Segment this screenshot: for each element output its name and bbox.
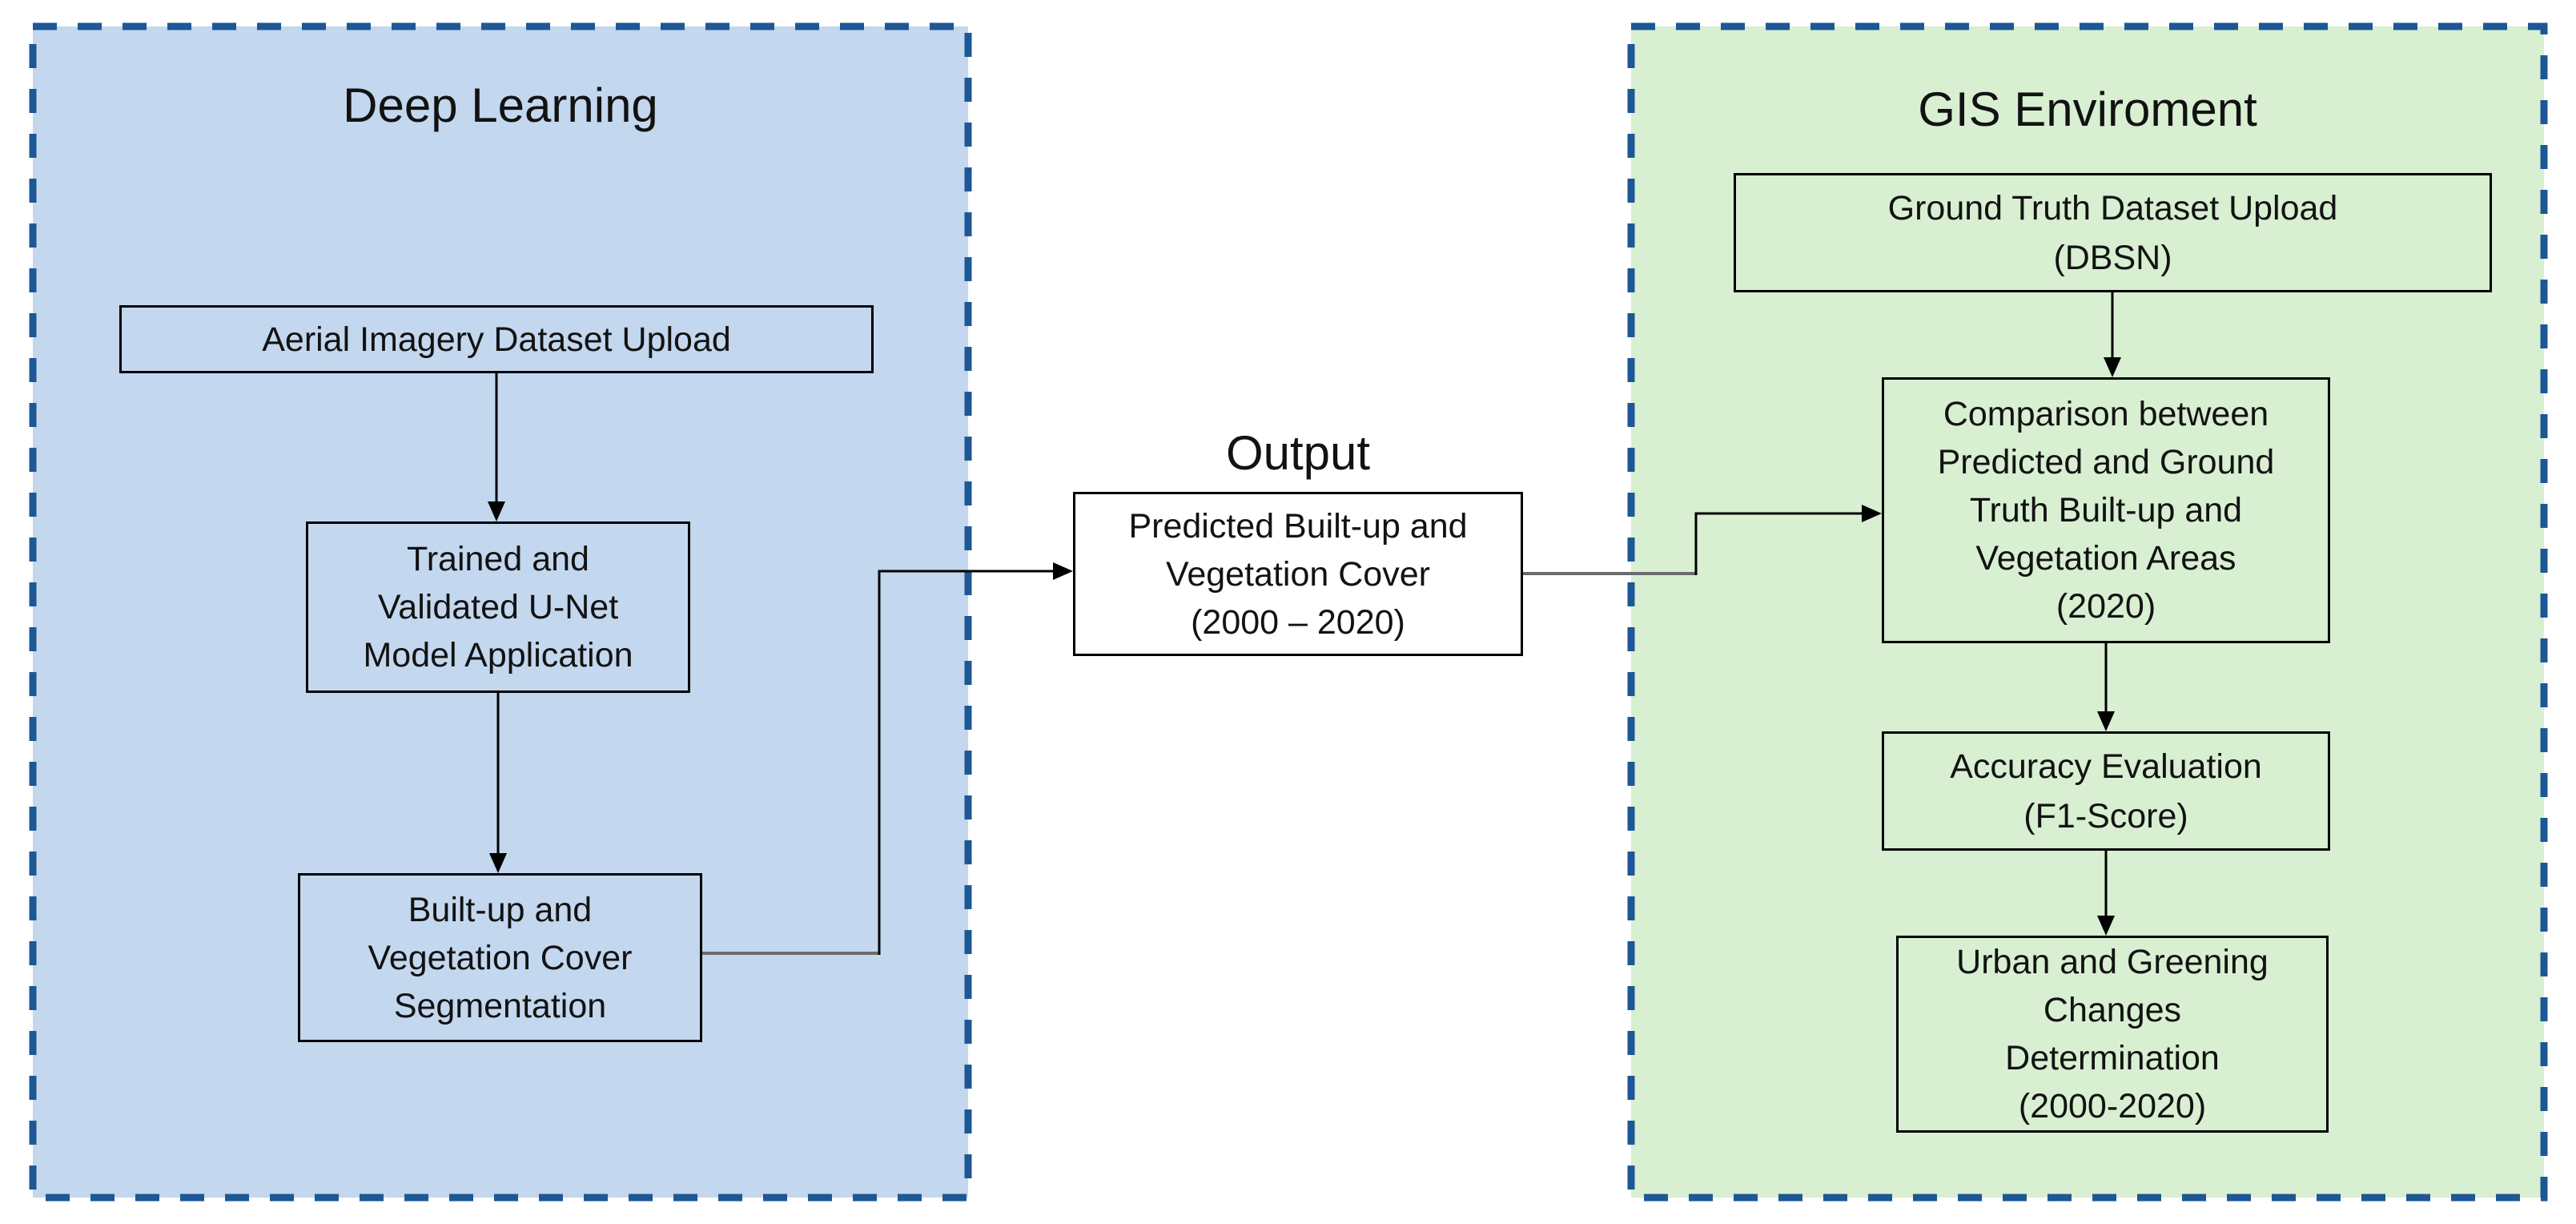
accuracy-evaluation-box: Accuracy Evaluation (F1-Score): [1882, 731, 2330, 851]
connector-output-to-comparison: [1694, 512, 1862, 575]
arrowhead-unet-to-segmentation: [489, 853, 507, 873]
arrowhead-groundtruth-to-comparison: [2104, 357, 2121, 377]
deep-learning-panel: [29, 22, 972, 1202]
arrowhead-segmentation-to-output: [1053, 562, 1073, 580]
output-title: Output: [1225, 426, 1371, 480]
arrowhead-output-to-comparison: [1862, 505, 1882, 522]
ground-truth-upload-box: Ground Truth Dataset Upload (DBSN): [1734, 173, 2492, 292]
segmentation-box: Built-up and Vegetation Cover Segmentati…: [298, 873, 702, 1042]
unet-model-application-box: Trained and Validated U-Net Model Applic…: [306, 521, 690, 693]
comparison-box: Comparison between Predicted and Ground …: [1882, 377, 2330, 643]
gis-environment-title: GIS Enviroment: [1918, 83, 2257, 136]
predicted-cover-output-box: Predicted Built-up and Vegetation Cover …: [1073, 492, 1523, 656]
aerial-imagery-upload-box: Aerial Imagery Dataset Upload: [119, 305, 874, 373]
arrowhead-comparison-to-accuracy: [2097, 711, 2115, 731]
deep-learning-title: Deep Learning: [343, 79, 658, 132]
arrowhead-accuracy-to-changes: [2097, 916, 2115, 936]
arrowhead-aerial-to-unet: [488, 501, 505, 521]
gis-environment-panel: [1627, 22, 2548, 1202]
urban-greening-changes-box: Urban and Greening Changes Determination…: [1896, 936, 2329, 1133]
connector-segmentation-to-output: [878, 570, 1053, 955]
